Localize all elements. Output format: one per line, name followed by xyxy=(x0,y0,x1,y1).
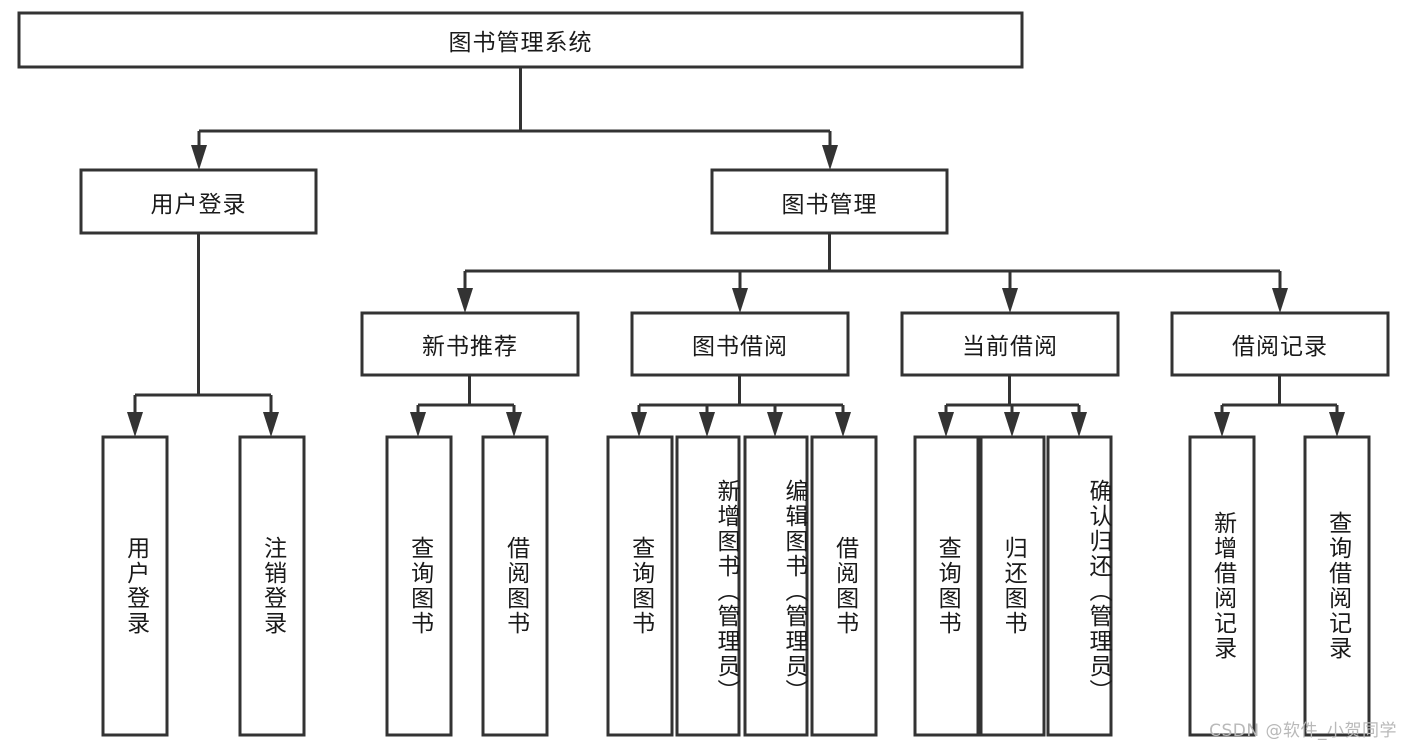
node-box-book-borrow[interactable] xyxy=(630,311,850,377)
connector-newbook-to-leaves xyxy=(410,375,522,437)
node-box-leaf-user-login[interactable] xyxy=(101,435,169,737)
node-box-root[interactable] xyxy=(17,11,1024,69)
connector-userlogin-to-leaves xyxy=(127,233,279,437)
node-box-leaf-query-book-1[interactable] xyxy=(385,435,453,737)
node-box-leaf-edit-book[interactable] xyxy=(743,435,809,737)
node-box-leaf-logout-login[interactable] xyxy=(238,435,306,737)
node-box-leaf-add-record[interactable] xyxy=(1188,435,1256,737)
connector-root-to-level2 xyxy=(191,67,838,170)
node-box-book-manage[interactable] xyxy=(710,168,949,235)
watermark-text: CSDN @软件_小贺同学 xyxy=(1209,721,1397,741)
node-box-leaf-add-book[interactable] xyxy=(675,435,741,737)
connector-borrowrecord-to-leaves xyxy=(1214,375,1345,437)
connector-currentborrow-to-leaves xyxy=(938,375,1087,437)
node-box-leaf-query-record[interactable] xyxy=(1303,435,1371,737)
node-box-leaf-query-book-3[interactable] xyxy=(913,435,980,737)
node-box-leaf-borrow-book-1[interactable] xyxy=(481,435,549,737)
connector-bookborrow-to-leaves xyxy=(631,375,851,437)
node-box-leaf-borrow-book-2[interactable] xyxy=(810,435,878,737)
node-box-borrow-record[interactable] xyxy=(1170,311,1390,377)
connector-bookmanage-to-level3 xyxy=(457,233,1288,313)
node-box-current-borrow[interactable] xyxy=(900,311,1120,377)
node-box-leaf-query-book-2[interactable] xyxy=(606,435,674,737)
node-box-new-book-recommend[interactable] xyxy=(360,311,580,377)
node-box-leaf-return-book[interactable] xyxy=(979,435,1046,737)
node-box-leaf-confirm-return[interactable] xyxy=(1046,435,1113,737)
node-box-user-login[interactable] xyxy=(79,168,318,235)
